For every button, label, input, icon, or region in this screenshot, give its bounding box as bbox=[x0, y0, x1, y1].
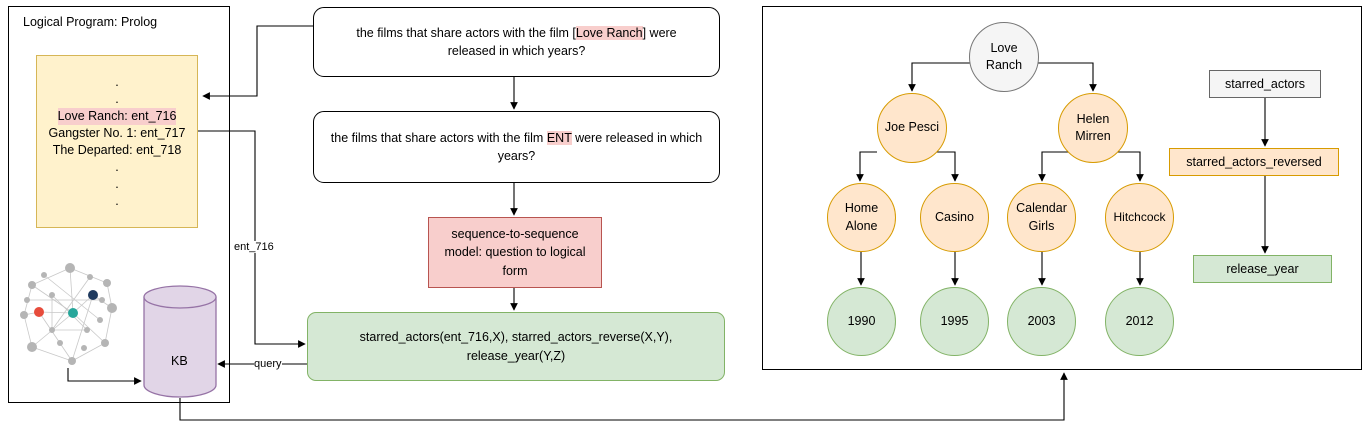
logical-form-box: starred_actors(ent_716,X), starred_actor… bbox=[307, 312, 725, 381]
relation-starred-actors-reversed: starred_actors_reversed bbox=[1169, 148, 1339, 176]
entity-id-edge-label: ent_716 bbox=[234, 241, 274, 253]
question-prefix: the films that share actors with the fil… bbox=[356, 25, 576, 40]
relation-starred-actors: starred_actors bbox=[1209, 70, 1321, 98]
year-node: 1990 bbox=[827, 287, 896, 356]
masked-question-prefix: the films that share actors with the fil… bbox=[330, 130, 547, 145]
list-item: . bbox=[115, 74, 119, 89]
entity-id-list: . . Love Ranch: ent_716 Gangster No. 1: … bbox=[36, 55, 198, 228]
relation-release-year: release_year bbox=[1193, 255, 1332, 283]
film-node: Calendar Girls bbox=[1007, 183, 1076, 252]
masked-entity-token: ENT bbox=[546, 130, 572, 145]
list-item: . bbox=[115, 176, 119, 191]
panel-title: Logical Program: Prolog bbox=[23, 15, 158, 29]
query-edge-label: query bbox=[254, 358, 282, 370]
question-suffix: ] were released in which years? bbox=[447, 25, 677, 58]
year-node: 2012 bbox=[1105, 287, 1174, 356]
seq2seq-model-box: sequence-to-sequence model: question to … bbox=[428, 217, 602, 288]
list-item: . bbox=[115, 159, 119, 174]
list-item: Gangster No. 1: ent_717 bbox=[48, 125, 186, 140]
actor-node: Joe Pesci bbox=[877, 93, 947, 163]
masked-question-box: the films that share actors with the fil… bbox=[313, 111, 720, 183]
film-node: Casino bbox=[920, 183, 989, 252]
knowledge-graph-icon bbox=[20, 263, 117, 365]
film-node: Home Alone bbox=[827, 183, 896, 252]
kb-label: KB bbox=[171, 354, 188, 368]
masked-question-suffix: were released in which years? bbox=[497, 130, 703, 163]
question-entity: Love Ranch bbox=[575, 25, 643, 40]
year-node: 1995 bbox=[920, 287, 989, 356]
film-node: Hitchcock bbox=[1105, 183, 1174, 252]
list-item: Love Ranch: ent_716 bbox=[57, 107, 177, 125]
kb-database-icon bbox=[143, 285, 217, 398]
root-node: Love Ranch bbox=[969, 22, 1039, 92]
question-box: the films that share actors with the fil… bbox=[313, 7, 720, 77]
list-item: The Departed: ent_718 bbox=[52, 142, 182, 157]
list-item: . bbox=[115, 193, 119, 208]
list-item: . bbox=[115, 91, 119, 106]
actor-node: Helen Mirren bbox=[1058, 93, 1128, 163]
year-node: 2003 bbox=[1007, 287, 1076, 356]
